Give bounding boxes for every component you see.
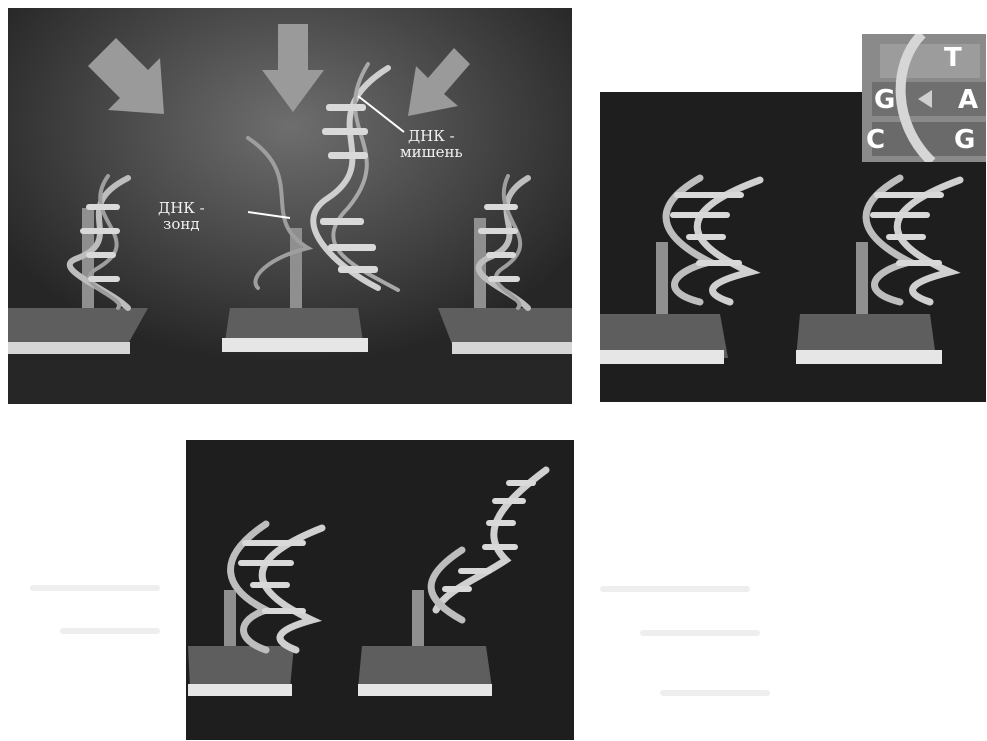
bleed-through-line (60, 628, 160, 634)
bleed-through-line (30, 585, 160, 591)
base-g-right-label: G (954, 126, 975, 154)
base-t-label: T (944, 44, 962, 72)
base-pair-inset: T G A C G (862, 34, 986, 162)
base-c-label: C (866, 126, 885, 154)
bleed-through-line (600, 586, 750, 592)
bleed-through-line (660, 690, 770, 696)
hybridization-illustration (8, 8, 572, 404)
bleed-through-line (640, 630, 760, 636)
probe-dna-label: ДНК - зонд (158, 200, 205, 232)
base-g-left-label: G (874, 86, 895, 114)
panel-released-strand (186, 440, 574, 740)
target-dna-label: ДНК - мишень (400, 128, 463, 160)
released-strand-illustration (186, 440, 574, 740)
base-a-label: A (958, 86, 978, 114)
panel-hybridization: ДНК - мишень ДНК - зонд (8, 8, 572, 404)
